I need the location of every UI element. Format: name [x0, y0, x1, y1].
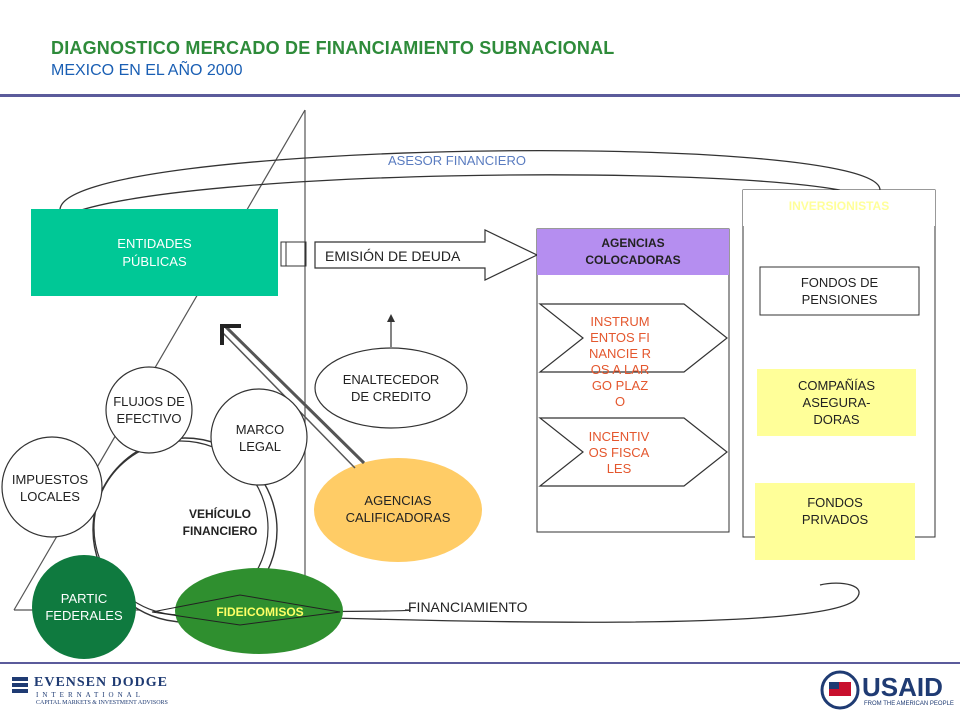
flujos-circle	[105, 366, 193, 454]
agencias-colocadoras-label: AGENCIAS COLOCADORAS	[585, 236, 681, 267]
fondos-privados-box	[755, 483, 915, 560]
enaltecedor-label: ENALTECEDOR DE CREDITO	[342, 372, 440, 404]
enaltecedor-ellipse	[314, 347, 468, 429]
fondos-pensiones-label: FONDOS DE PENSIONES	[800, 275, 879, 307]
asesor-loop-outer	[59, 149, 881, 211]
flujos-label: FLUJOS DE EFECTIVO	[113, 394, 185, 426]
entidades-box: ENTIDADES PÚBLICAS	[31, 209, 278, 296]
fondos-pensiones-box	[759, 266, 920, 316]
emision-arrow	[314, 229, 539, 281]
asesor-loop-inner	[74, 174, 841, 213]
impuestos-circle	[1, 436, 103, 538]
calificadoras-label: AGENCIAS CALIFICADORAS	[345, 493, 451, 525]
fideicomisos-ellipse	[175, 568, 343, 654]
marco-label: MARCO LEGAL	[235, 422, 285, 454]
entidades-label: ENTIDADES PÚBLICAS	[117, 235, 192, 269]
page-title: DIAGNOSTICO MERCADO DE FINANCIAMIENTO SU…	[51, 38, 615, 58]
companias-box	[757, 369, 916, 436]
incentivos-arrow	[538, 417, 728, 487]
instrumentos-label: INSTRUM ENTOS FINANCIE ROS A LARGO PLAZO	[588, 314, 652, 409]
vehiculo-label: VEHÍCULO FINANCIERO	[182, 507, 258, 538]
brand-line3: CAPITAL MARKETS & INVESTMENT ADVISORS	[36, 700, 168, 706]
emision-label: EMISIÓN DE DEUDA	[325, 248, 461, 264]
fideicomisos-label: FIDEICOMISOS	[216, 604, 304, 619]
usaid-tagline: FROM THE AMERICAN PEOPLE	[864, 701, 954, 707]
companias-label: COMPAÑÍAS ASEGURA- DORAS	[797, 378, 876, 427]
agencias-colocadoras-header	[537, 229, 729, 275]
partic-label: PARTIC FEDERALES	[45, 591, 123, 623]
financiamiento-label: FINANCIAMIENTO	[408, 599, 528, 615]
brand-name: EVENSEN DODGE	[34, 675, 168, 690]
header-divider	[0, 94, 960, 97]
instrumentos-arrow	[538, 303, 728, 373]
fondos-privados-label: FONDOS PRIVADOS	[801, 495, 869, 527]
financiamiento-loop	[149, 582, 860, 623]
inversionistas-header: INVERSIONISTAS	[743, 194, 935, 218]
evensen-dodge-logo-icon	[12, 677, 28, 693]
inversionistas-label: INVERSIONISTAS	[788, 197, 890, 215]
inversionistas-box	[742, 189, 936, 538]
small-square-1	[280, 241, 306, 267]
page-subtitle: MEXICO EN EL AÑO 2000	[51, 62, 243, 79]
impuestos-label: IMPUESTOS LOCALES	[11, 472, 89, 504]
usaid-wordmark: USAID	[862, 672, 943, 702]
calificadoras-ellipse	[314, 458, 482, 562]
partic-circle	[32, 555, 136, 659]
marco-circle	[210, 388, 308, 486]
asesor-label: ASESOR FINANCIERO	[388, 153, 526, 168]
incentivos-label: INCENTIV OS FISCALES	[588, 429, 650, 476]
brand-line2: INTERNATIONAL	[36, 691, 144, 699]
small-square-2	[285, 241, 307, 267]
